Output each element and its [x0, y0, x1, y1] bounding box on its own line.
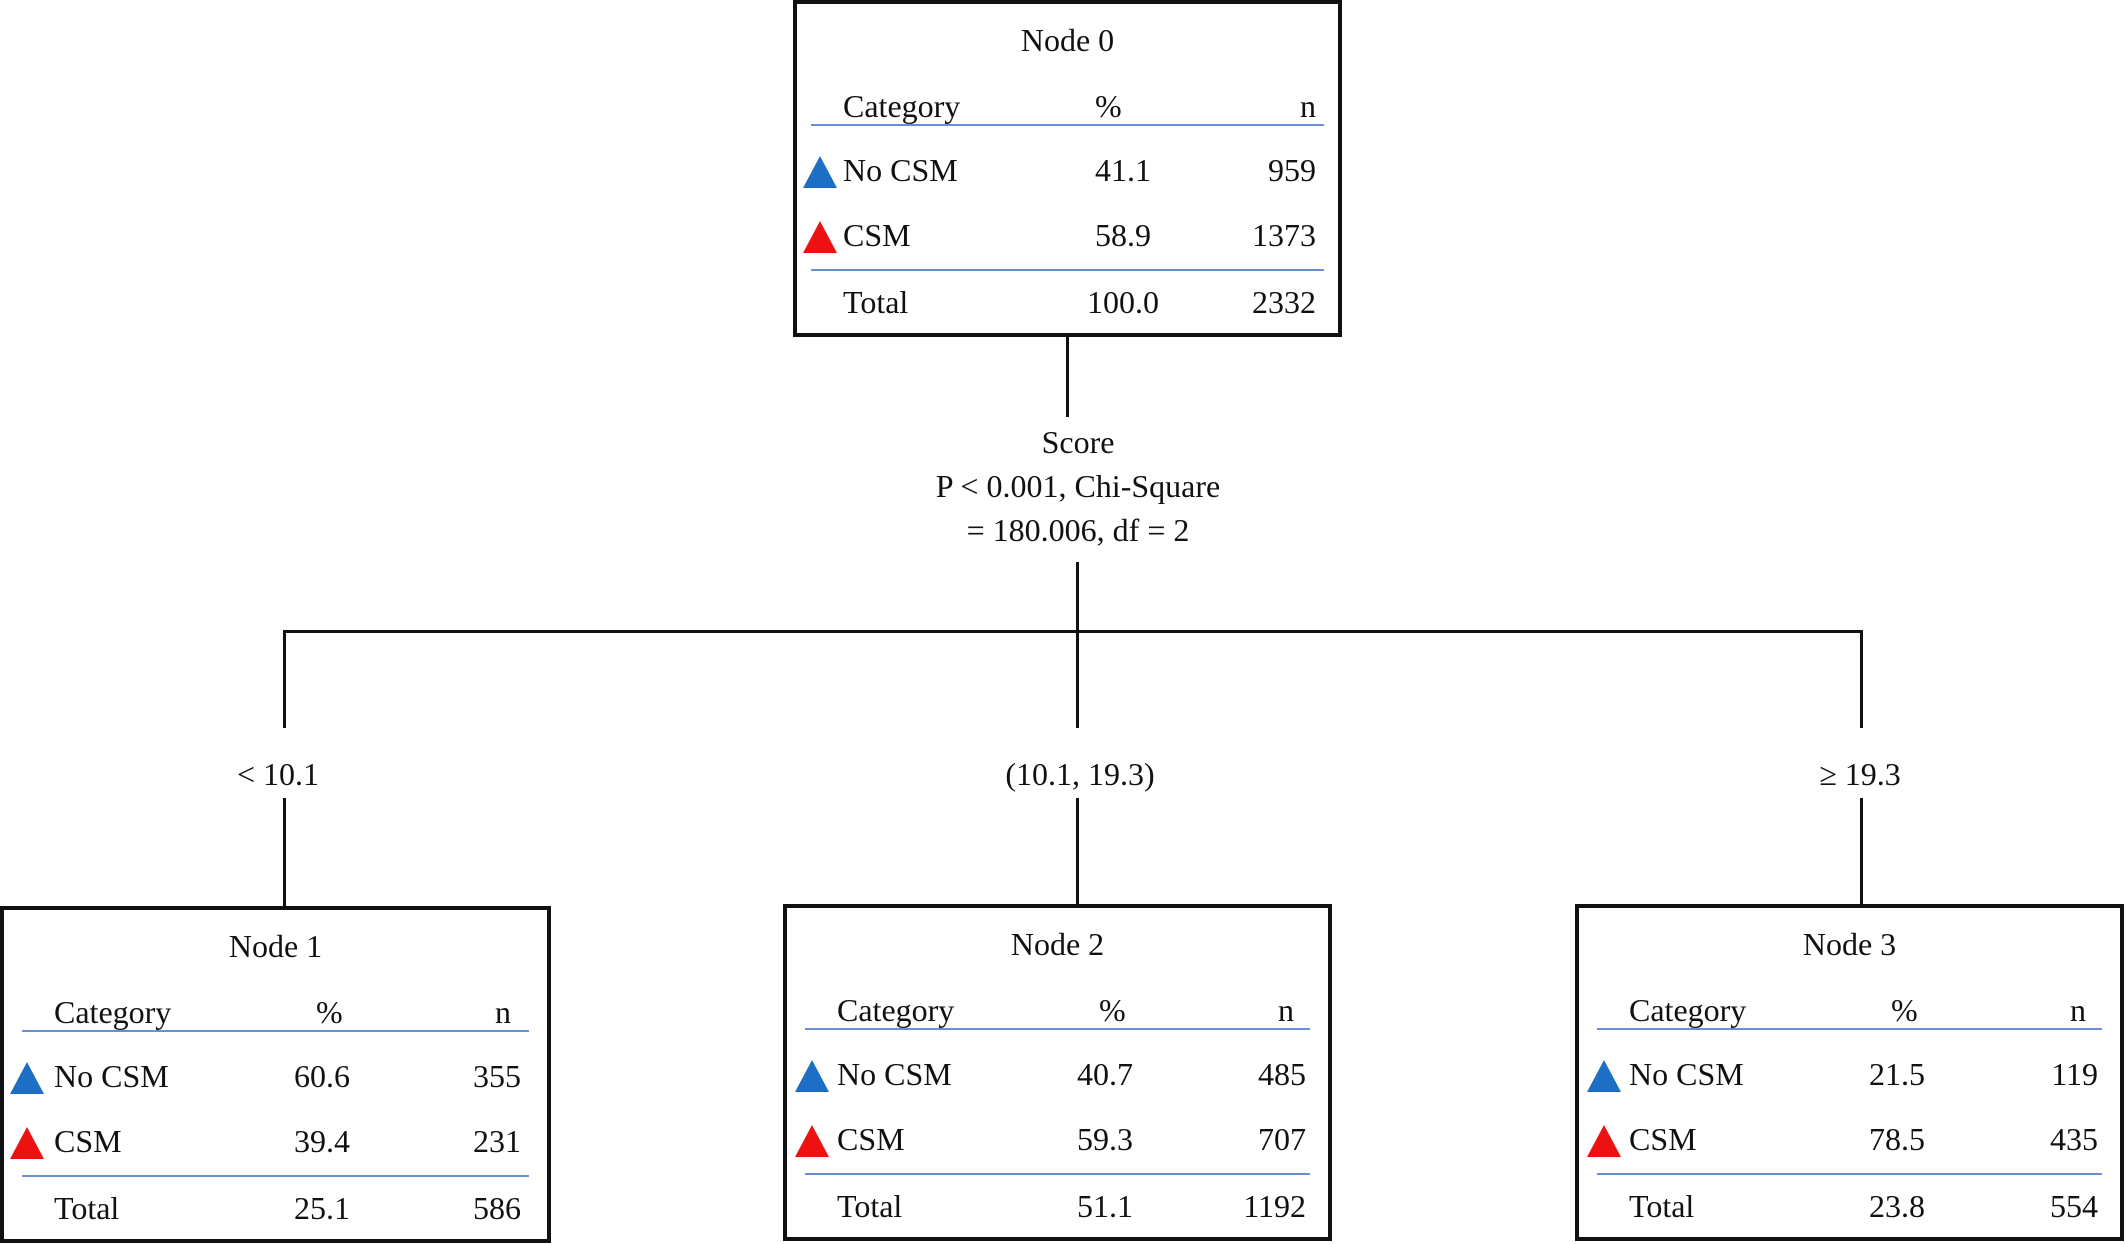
row-pct: 21.5	[1869, 1056, 1925, 1092]
row-category: No CSM	[837, 1056, 952, 1092]
header-rule	[22, 1030, 529, 1032]
red-triangle-icon	[1587, 1125, 1621, 1157]
connector-horizontal	[283, 630, 1863, 633]
branch-label-1: < 10.1	[236, 756, 320, 792]
row-category: CSM	[54, 1123, 122, 1159]
row-n: 485	[1258, 1056, 1306, 1092]
row-n: 119	[2051, 1056, 2098, 1092]
blue-triangle-icon	[803, 156, 837, 188]
header-rule	[1597, 1028, 2102, 1030]
total-label: Total	[837, 1188, 903, 1224]
red-triangle-icon	[803, 221, 837, 253]
header-pct: %	[1891, 992, 1918, 1028]
header-category: Category	[54, 994, 172, 1030]
total-rule	[805, 1173, 1310, 1175]
header-category: Category	[1629, 992, 1747, 1028]
row-pct: 39.4	[294, 1123, 350, 1159]
total-n: 586	[473, 1190, 521, 1226]
connector-branch-3-down	[1860, 798, 1863, 904]
total-n: 2332	[1252, 284, 1316, 320]
header-n: n	[1300, 88, 1316, 124]
branch-label-2: (10.1, 19.3)	[1005, 756, 1155, 792]
total-label: Total	[843, 284, 909, 320]
header-category: Category	[843, 88, 961, 124]
node-title: Node 1	[228, 928, 323, 964]
connector-branch-2-up	[1076, 630, 1079, 728]
split-stat-line2: = 180.006, df = 2	[966, 512, 1190, 548]
header-n: n	[2070, 992, 2086, 1028]
connector-branch-1-up	[283, 630, 286, 728]
split-variable: Score	[1041, 424, 1115, 460]
row-n: 231	[473, 1123, 521, 1159]
blue-triangle-icon	[10, 1062, 44, 1094]
blue-triangle-icon	[795, 1060, 829, 1092]
split-stat-line1: P < 0.001, Chi-Square	[935, 468, 1221, 504]
connector-branch-1-down	[283, 798, 286, 906]
row-pct: 59.3	[1077, 1121, 1133, 1157]
header-category: Category	[837, 992, 955, 1028]
node-title: Node 3	[1802, 926, 1897, 962]
blue-triangle-icon	[1587, 1060, 1621, 1092]
total-rule	[811, 269, 1324, 271]
total-pct: 23.8	[1869, 1188, 1925, 1224]
total-pct: 100.0	[1087, 284, 1159, 320]
total-pct: 25.1	[294, 1190, 350, 1226]
total-label: Total	[1629, 1188, 1695, 1224]
row-pct: 40.7	[1077, 1056, 1133, 1092]
total-n: 554	[2050, 1188, 2098, 1224]
red-triangle-icon	[10, 1127, 44, 1159]
header-n: n	[1278, 992, 1294, 1028]
node-title: Node 0	[1020, 22, 1115, 58]
row-pct: 60.6	[294, 1058, 350, 1094]
total-label: Total	[54, 1190, 120, 1226]
red-triangle-icon	[795, 1125, 829, 1157]
header-rule	[811, 124, 1324, 126]
total-rule	[22, 1175, 529, 1177]
row-pct: 58.9	[1095, 217, 1151, 253]
row-category: No CSM	[843, 152, 958, 188]
header-rule	[805, 1028, 1310, 1030]
row-n: 707	[1258, 1121, 1306, 1157]
node-1: Node 1 Category % n No CSM 60.6 355 CSM …	[0, 906, 551, 1243]
total-rule	[1597, 1173, 2102, 1175]
total-n: 1192	[1243, 1188, 1306, 1224]
connector-split-down	[1076, 562, 1079, 632]
header-pct: %	[1099, 992, 1126, 1028]
row-category: No CSM	[54, 1058, 169, 1094]
row-category: CSM	[1629, 1121, 1697, 1157]
row-category: CSM	[837, 1121, 905, 1157]
total-pct: 51.1	[1077, 1188, 1133, 1224]
connector-branch-2-down	[1076, 798, 1079, 904]
node-2: Node 2 Category % n No CSM 40.7 485 CSM …	[783, 904, 1332, 1241]
split-label: Score P < 0.001, Chi-Square = 180.006, d…	[878, 420, 1278, 552]
header-n: n	[495, 994, 511, 1030]
connector-branch-3-up	[1860, 630, 1863, 728]
row-n: 435	[2050, 1121, 2098, 1157]
node-0: Node 0 Category % n No CSM 41.1 959 CSM …	[793, 0, 1342, 337]
row-n: 959	[1268, 152, 1316, 188]
row-n: 1373	[1252, 217, 1316, 253]
connector-node0-down	[1066, 337, 1069, 417]
node-title: Node 2	[1010, 926, 1105, 962]
row-n: 355	[473, 1058, 521, 1094]
branch-label-3: ≥ 19.3	[1819, 756, 1901, 792]
row-category: No CSM	[1629, 1056, 1744, 1092]
row-category: CSM	[843, 217, 911, 253]
row-pct: 78.5	[1869, 1121, 1925, 1157]
row-pct: 41.1	[1095, 152, 1151, 188]
header-pct: %	[316, 994, 343, 1030]
header-pct: %	[1095, 88, 1122, 124]
node-3: Node 3 Category % n No CSM 21.5 119 CSM …	[1575, 904, 2124, 1241]
